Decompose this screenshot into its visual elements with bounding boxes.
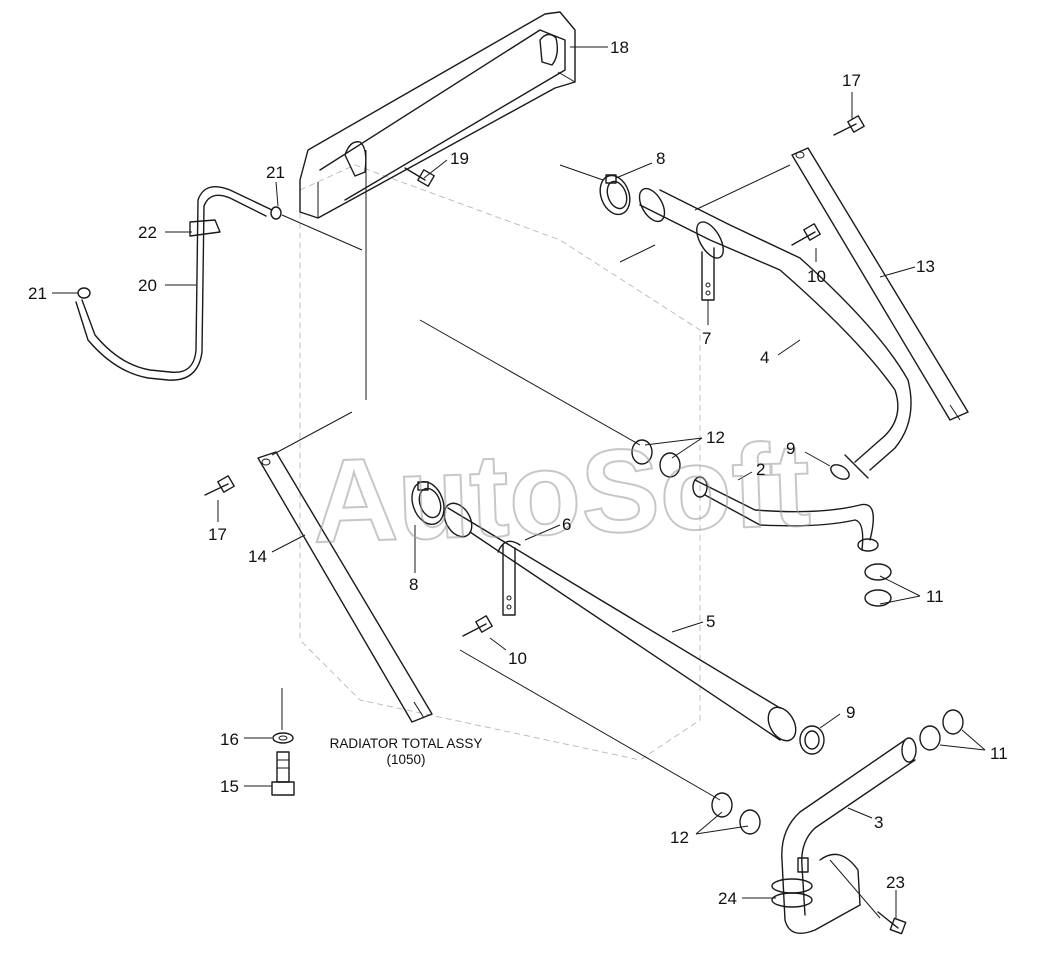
part-10-bolt-upper [791, 223, 821, 246]
part-9-clamp-lower [799, 725, 825, 755]
callout-19: 19 [450, 149, 469, 168]
watermark-text: AutoSoft [310, 419, 812, 568]
callout-6: 6 [562, 515, 571, 534]
callout-7: 7 [702, 329, 711, 348]
part-9-clamp-upper [830, 464, 850, 480]
callout-9-lower: 9 [846, 703, 855, 722]
part-8-clamp-upper [599, 174, 631, 216]
callout-2: 2 [756, 460, 765, 479]
part-2-bypass-hose [692, 476, 879, 552]
part-8-clamp-lower [411, 480, 445, 526]
callout-14: 14 [248, 547, 267, 566]
part-17-bolt-upper [833, 115, 865, 136]
callout-20: 20 [138, 276, 157, 295]
part-11-clamps-upper [864, 563, 892, 607]
part-4-upper-hose [638, 187, 912, 479]
part-10-bolt-lower [462, 615, 493, 637]
callout-16: 16 [220, 730, 239, 749]
part-13-stay-rod [791, 147, 969, 421]
callout-5: 5 [706, 612, 715, 631]
callout-4: 4 [760, 348, 769, 367]
part-5-lower-pipe [443, 502, 797, 742]
callout-18: 18 [610, 38, 629, 57]
callout-9-upper: 9 [786, 439, 795, 458]
part-16-washer [272, 732, 294, 744]
callout-17-lower: 17 [208, 525, 227, 544]
part-11-clamps-lower [919, 709, 964, 751]
part-15-bolt [271, 751, 295, 796]
part-20-overflow-pipe [75, 186, 282, 381]
assembly-caption: RADIATOR TOTAL ASSY (1050) [330, 736, 483, 767]
part-23-bolt [877, 911, 907, 935]
part-17-bolt-lower [204, 475, 235, 496]
callout-21-upper: 21 [266, 163, 285, 182]
part-12-clamps-upper [631, 439, 681, 478]
part-19-bolt [404, 167, 435, 187]
callout-10-upper: 10 [807, 267, 826, 286]
callout-8-lower: 8 [409, 575, 418, 594]
callout-24: 24 [718, 889, 737, 908]
part-18-shroud [299, 11, 576, 219]
callout-numbers: 18 19 8 17 21 22 21 20 10 13 7 4 12 9 2 … [28, 38, 1008, 908]
callout-23: 23 [886, 873, 905, 892]
caption-title: RADIATOR TOTAL ASSY [330, 736, 483, 751]
caption-code: (1050) [386, 752, 425, 767]
callout-15: 15 [220, 777, 239, 796]
callout-22: 22 [138, 223, 157, 242]
callout-leaders [52, 46, 986, 918]
callout-12-upper: 12 [706, 428, 725, 447]
callout-11-upper: 11 [926, 587, 944, 606]
callout-8-upper: 8 [656, 149, 665, 168]
part-24-clamp [771, 857, 813, 908]
part-6-bracket [497, 540, 521, 616]
callout-11-lower: 11 [990, 744, 1008, 763]
callout-17-upper: 17 [842, 71, 861, 90]
part-12-clamps-lower [711, 792, 761, 835]
callout-13: 13 [916, 257, 935, 276]
part-14-stay-rod [257, 451, 433, 723]
callout-21-lower: 21 [28, 284, 47, 303]
callout-12-lower: 12 [670, 828, 689, 847]
part-3-lower-hose [781, 737, 917, 934]
callout-3: 3 [874, 813, 883, 832]
callout-10-lower: 10 [508, 649, 527, 668]
